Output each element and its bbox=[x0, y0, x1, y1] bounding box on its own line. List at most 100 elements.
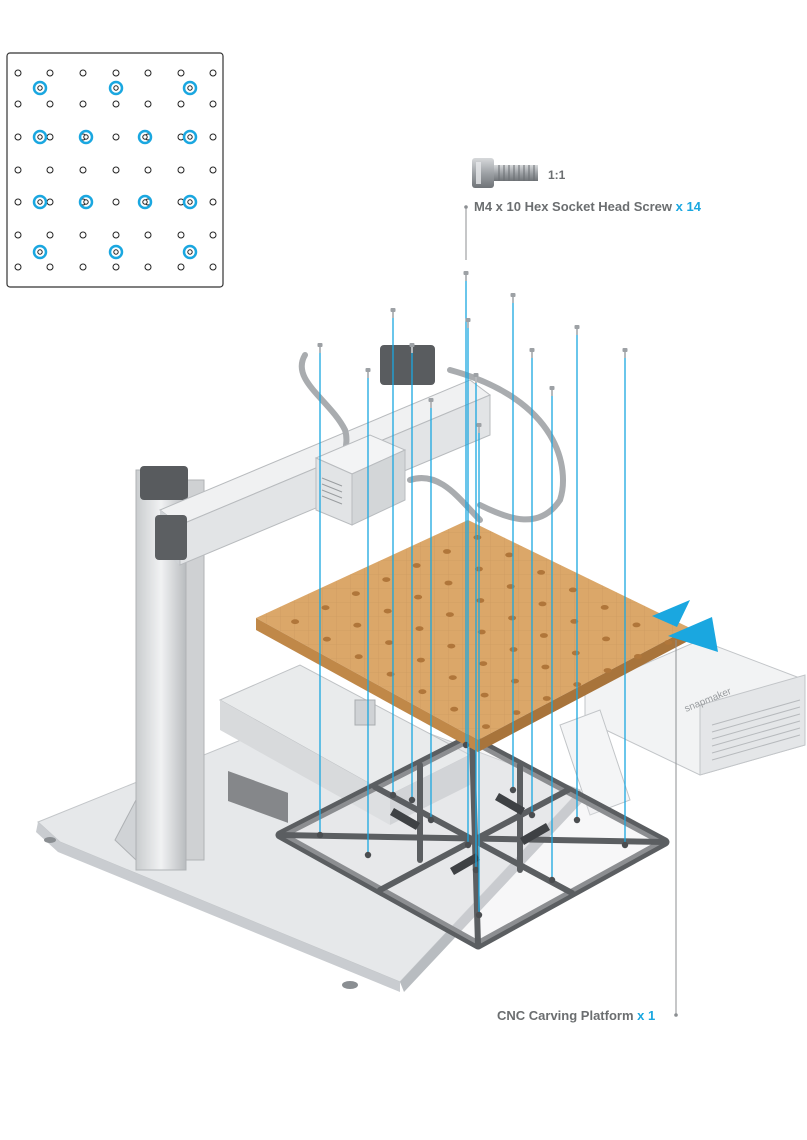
hole-marker bbox=[79, 166, 87, 174]
highlighted-hole-marker bbox=[182, 129, 198, 145]
board-hole bbox=[571, 650, 580, 656]
board-hole bbox=[321, 605, 330, 611]
board-hole bbox=[570, 619, 579, 624]
hole-marker bbox=[209, 100, 217, 108]
highlighted-hole-marker bbox=[78, 194, 94, 210]
insertion-arrow-icon bbox=[652, 600, 718, 652]
screw-marker bbox=[390, 308, 396, 312]
hole-marker bbox=[46, 166, 54, 174]
platform-callout-label: CNC Carving Platform x 1 bbox=[497, 1008, 655, 1023]
hole-marker bbox=[144, 69, 152, 77]
board-hole bbox=[632, 622, 641, 628]
screw-marker bbox=[473, 373, 479, 377]
screw-marker bbox=[622, 348, 628, 352]
board-hole bbox=[353, 622, 362, 628]
hole-marker bbox=[14, 198, 22, 206]
board-hole bbox=[418, 689, 427, 695]
frame-mount-point bbox=[464, 841, 472, 849]
hole-marker bbox=[14, 133, 22, 141]
board-hole bbox=[416, 657, 425, 663]
board-hole bbox=[664, 640, 673, 645]
board-hole bbox=[602, 636, 611, 642]
hole-marker bbox=[177, 69, 185, 77]
screw-marker bbox=[574, 325, 580, 329]
cnc-module-head bbox=[314, 434, 407, 726]
hole-marker bbox=[46, 263, 54, 271]
board-hole bbox=[482, 724, 490, 729]
board-hole bbox=[568, 587, 577, 593]
hole-marker bbox=[14, 100, 22, 108]
platform-name: CNC Carving Platform bbox=[497, 1008, 634, 1023]
board-hole bbox=[603, 668, 612, 673]
frame-mount-point bbox=[472, 866, 480, 874]
hole-marker bbox=[209, 69, 217, 77]
screw-quantity: x 14 bbox=[675, 199, 701, 214]
platform-quantity: x 1 bbox=[637, 1008, 656, 1023]
hole-marker bbox=[209, 231, 217, 239]
board-hole bbox=[473, 535, 482, 540]
board-hole bbox=[291, 619, 300, 625]
hole-marker bbox=[112, 133, 120, 141]
frame-mount-point bbox=[573, 816, 581, 824]
hole-marker bbox=[144, 263, 152, 271]
frame-mount-point bbox=[364, 851, 372, 859]
hole-marker bbox=[209, 133, 217, 141]
board-hole bbox=[477, 629, 486, 635]
hole-marker bbox=[209, 198, 217, 206]
screw-marker bbox=[409, 343, 415, 347]
hole-marker bbox=[177, 263, 185, 271]
highlighted-hole-marker bbox=[32, 129, 48, 145]
frame-mount-point bbox=[316, 831, 324, 839]
screw-marker bbox=[317, 343, 323, 347]
hole-marker bbox=[112, 198, 120, 206]
board-hole bbox=[508, 615, 517, 621]
highlighted-hole-marker bbox=[32, 244, 48, 260]
screw-marker bbox=[428, 398, 434, 402]
highlighted-hole-marker bbox=[182, 194, 198, 210]
board-hole bbox=[538, 601, 547, 607]
controller-box: snapmaker bbox=[559, 639, 806, 816]
hole-marker bbox=[79, 100, 87, 108]
hole-marker bbox=[46, 231, 54, 239]
frame-mount-point bbox=[621, 841, 629, 849]
highlighted-hole-marker bbox=[108, 80, 124, 96]
hole-marker bbox=[79, 69, 87, 77]
frame-mount-point bbox=[528, 811, 536, 819]
hole-marker bbox=[79, 231, 87, 239]
frame-mount-point bbox=[427, 816, 435, 824]
screw-callout-label: M4 x 10 Hex Socket Head Screw x 14 bbox=[474, 199, 701, 214]
board-hole bbox=[600, 605, 609, 610]
hole-marker bbox=[144, 231, 152, 239]
hole-marker bbox=[209, 166, 217, 174]
hole-marker bbox=[46, 198, 54, 206]
board-hole bbox=[412, 563, 421, 568]
hole-marker bbox=[46, 100, 54, 108]
board-hole bbox=[476, 598, 485, 603]
board-hole bbox=[444, 580, 453, 586]
hole-map-panel bbox=[6, 52, 224, 288]
board-hole bbox=[382, 577, 391, 582]
board-hole bbox=[443, 549, 451, 554]
highlighted-hole-marker bbox=[32, 80, 48, 96]
hole-marker bbox=[112, 263, 120, 271]
board-hole bbox=[505, 552, 514, 558]
hole-marker bbox=[112, 69, 120, 77]
hole-marker bbox=[177, 231, 185, 239]
frame-mount-point bbox=[548, 876, 556, 884]
frame-mount-point bbox=[509, 786, 517, 794]
hole-marker bbox=[46, 69, 54, 77]
board-hole bbox=[383, 608, 392, 614]
screw-name: M4 x 10 Hex Socket Head Screw bbox=[474, 199, 672, 214]
highlighted-hole-marker bbox=[78, 129, 94, 145]
board-hole bbox=[415, 626, 424, 631]
screw-marker bbox=[510, 293, 516, 297]
highlighted-hole-marker bbox=[182, 244, 198, 260]
board-hole bbox=[414, 594, 423, 600]
hole-marker bbox=[14, 231, 22, 239]
board-hole bbox=[542, 696, 551, 701]
frame-mount-point bbox=[408, 796, 416, 804]
screw-marker bbox=[476, 423, 482, 427]
highlighted-hole-marker bbox=[137, 194, 153, 210]
board-hole bbox=[634, 654, 642, 659]
